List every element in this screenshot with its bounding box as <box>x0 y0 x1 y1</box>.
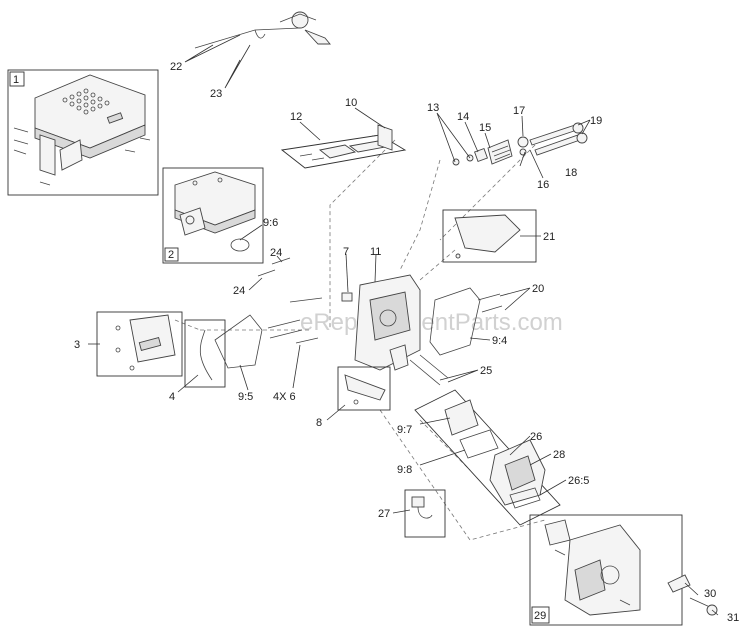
box-2-label: 2 <box>168 249 174 261</box>
callout-7: 7 <box>343 246 349 258</box>
callout-24-upper: 24 <box>270 247 282 259</box>
callout-22: 22 <box>170 61 182 73</box>
callout-20: 20 <box>532 283 544 295</box>
callout-15: 15 <box>479 122 491 134</box>
callout-8: 8 <box>316 417 322 429</box>
rocker-cover-box <box>96 311 183 377</box>
callout-26: 26 <box>530 431 542 443</box>
studs <box>409 293 503 386</box>
callout-30: 30 <box>704 588 716 600</box>
box-29-shroud: 29 <box>529 514 683 626</box>
callout-9-7: 9:7 <box>397 424 412 436</box>
callout-16: 16 <box>537 179 549 191</box>
callout-17: 17 <box>513 105 525 117</box>
callout-28: 28 <box>553 449 565 461</box>
callout-12: 12 <box>290 111 302 123</box>
callout-9-4: 9:4 <box>492 335 507 347</box>
box-29-label: 29 <box>534 610 546 622</box>
callout-9-5: 9:5 <box>238 391 253 403</box>
callout-19: 19 <box>590 115 602 127</box>
box-2-air-cleaner: 2 <box>162 167 264 264</box>
breather-tube <box>184 319 226 388</box>
box-1-blower-housing: 1 <box>7 69 159 196</box>
callout-24-lower: 24 <box>233 285 245 297</box>
leader-lines <box>88 34 719 616</box>
box-1-label: 1 <box>13 74 19 86</box>
callout-14: 14 <box>457 111 469 123</box>
callout-labels: 22 23 12 10 13 14 15 17 19 16 18 21 9:6 … <box>74 61 739 624</box>
carburetor-assembly <box>414 389 561 526</box>
cylinder-head <box>341 274 421 371</box>
callout-18: 18 <box>565 167 577 179</box>
callout-23: 23 <box>210 88 222 100</box>
callout-27: 27 <box>378 508 390 520</box>
callout-9-6: 9:6 <box>263 217 278 229</box>
deflector-box <box>337 366 391 411</box>
callout-26-5: 26:5 <box>568 475 589 487</box>
knob-and-bolt <box>667 574 718 616</box>
housing-vent-grid <box>62 88 110 115</box>
callout-31: 31 <box>727 612 739 624</box>
governor-linkage <box>194 11 331 49</box>
gasket-9-5 <box>214 314 263 369</box>
callout-10: 10 <box>345 97 357 109</box>
callout-25: 25 <box>480 365 492 377</box>
callout-11: 11 <box>370 246 381 258</box>
callout-3: 3 <box>74 339 80 351</box>
gasket-9-4 <box>429 287 481 356</box>
valve-train <box>452 122 588 166</box>
callout-9-8: 9:8 <box>397 464 412 476</box>
callout-21: 21 <box>543 231 555 243</box>
callout-4: 4 <box>169 391 175 403</box>
primer-box <box>404 489 446 538</box>
bracket-assembly <box>280 124 407 169</box>
callout-4x6: 4X 6 <box>273 391 296 403</box>
callout-13: 13 <box>427 102 439 114</box>
